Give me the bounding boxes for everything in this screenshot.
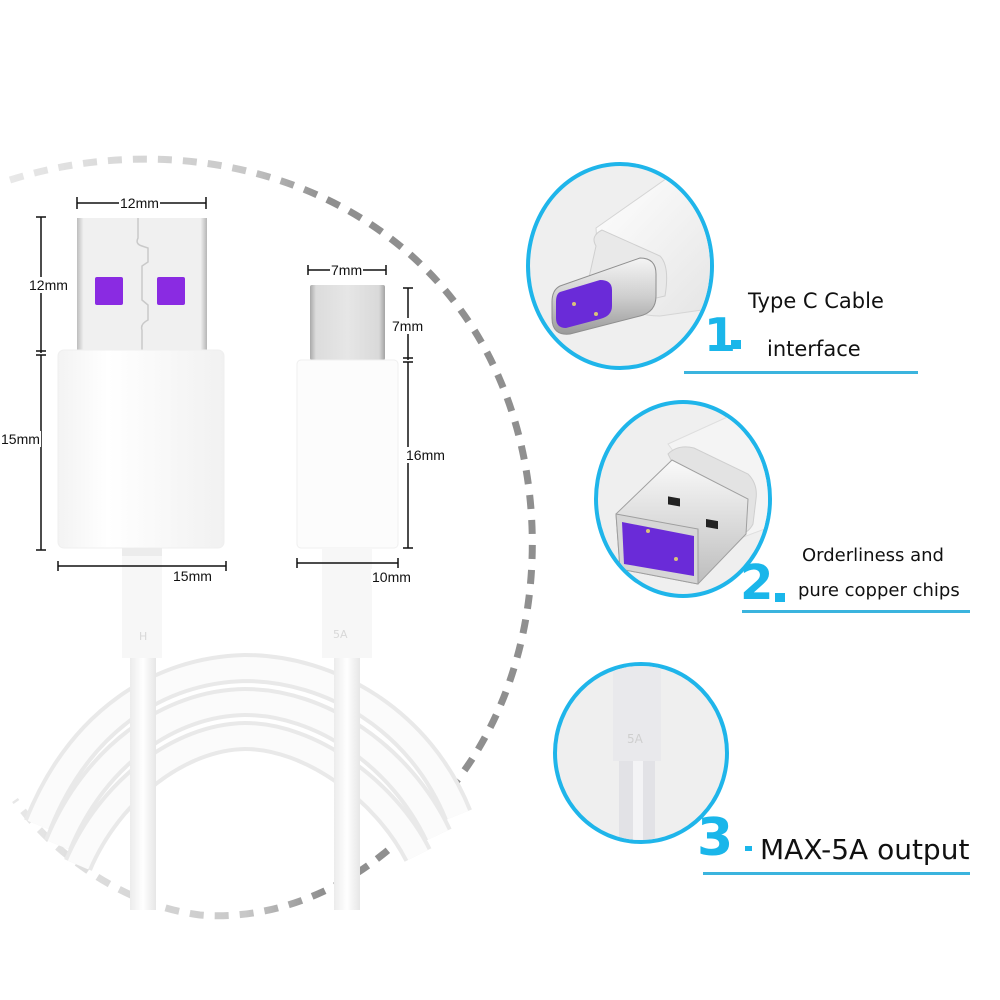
feature-3-number-dot (745, 846, 752, 851)
usb-a-body-height-label: 15mm (0, 431, 41, 447)
feature-1-line2: interface (767, 337, 861, 361)
usb-a-body-width-label: 15mm (172, 568, 213, 584)
usb-a-plug-closeup-icon (615, 404, 768, 585)
usb-a-tip-width-label: 12mm (119, 195, 160, 211)
feature-2-number-dot (775, 593, 785, 602)
type-c-body-width-label: 10mm (371, 569, 412, 585)
usb-a-tip-height-label: 12mm (28, 277, 69, 293)
type-c-tip-width-label: 7mm (330, 262, 364, 278)
closeup-5a-mark: 5A (627, 732, 643, 746)
type-c-tip-height-label: 7mm (391, 318, 425, 334)
cable-mark-h: H (139, 630, 148, 643)
feature-2-line1: Orderliness and (802, 545, 944, 566)
feature-2-line2: pure copper chips (798, 580, 960, 601)
type-c-drawing (296, 285, 399, 658)
type-c-connector: 5A (0, 0, 399, 658)
type-c-body-height-label: 16mm (405, 447, 446, 463)
cable-mark-5a: 5A (333, 628, 348, 641)
feature-3-number: 3 (697, 808, 734, 868)
feature-2-underline (742, 610, 970, 613)
feature-1-underline (684, 371, 918, 374)
feature-1-line1: Type C Cable (748, 289, 884, 313)
dimension-lines (36, 197, 413, 571)
feature-1-image-circle (526, 162, 714, 370)
feature-1-number-dot (731, 340, 741, 349)
cable-5a-closeup-icon (613, 666, 661, 840)
feature-1-number: 1 (704, 308, 737, 362)
type-c-plug-closeup-icon (551, 175, 710, 335)
feature-3-image-circle: 5A (553, 662, 729, 844)
feature-3-line1: MAX-5A output (760, 833, 970, 866)
feature-3-underline (703, 872, 970, 875)
feature-2-number: 2 (740, 555, 774, 611)
feature-2-image-circle (594, 400, 772, 598)
